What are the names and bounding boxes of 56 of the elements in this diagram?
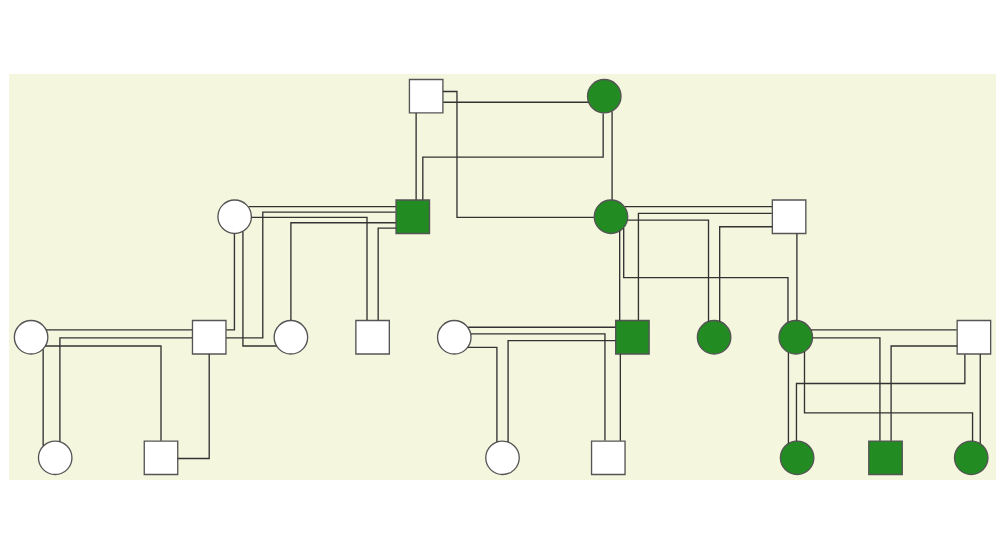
node-circle: [593, 199, 628, 235]
connector: [247, 206, 396, 208]
connector: [241, 230, 277, 347]
connector: [622, 227, 789, 323]
connector: [225, 233, 235, 331]
node-circle: [586, 78, 622, 114]
node-box: [408, 78, 444, 114]
node-box: [191, 319, 227, 355]
connector: [414, 112, 417, 201]
connector: [623, 206, 773, 208]
node-circle: [37, 440, 73, 476]
connector: [44, 345, 162, 442]
connector: [225, 211, 396, 339]
connector: [718, 226, 773, 323]
connector: [795, 232, 798, 321]
node-box: [867, 440, 903, 476]
node-circle: [779, 440, 815, 476]
connector: [979, 353, 981, 445]
node-box: [614, 319, 650, 355]
connector: [610, 110, 613, 201]
connector: [421, 112, 604, 201]
connector: [469, 333, 606, 442]
connector: [506, 339, 616, 443]
connector: [466, 346, 498, 443]
node-box: [956, 319, 991, 355]
connector: [289, 222, 396, 322]
connector: [467, 326, 616, 328]
node-circle: [436, 319, 472, 355]
node-box: [143, 440, 178, 476]
node-circle: [13, 319, 48, 355]
connector: [42, 348, 44, 447]
node-box: [771, 199, 806, 235]
node-box: [590, 440, 626, 476]
connector: [618, 230, 620, 321]
connector: [442, 101, 589, 103]
connector: [441, 90, 595, 219]
connector: [889, 345, 958, 442]
connector: [619, 353, 621, 442]
connector: [637, 212, 772, 321]
connector: [377, 227, 397, 321]
connector: [45, 329, 193, 331]
node-circle: [696, 319, 731, 355]
connector: [626, 219, 709, 323]
node-circle: [484, 440, 520, 476]
connector: [176, 353, 210, 460]
connector: [787, 351, 789, 445]
node-circle: [273, 319, 308, 355]
connector: [811, 337, 881, 442]
node-box: [394, 199, 430, 235]
connector: [250, 216, 368, 321]
node-circle: [777, 319, 813, 355]
connector: [809, 329, 957, 331]
connector: [58, 337, 193, 443]
node-circle: [953, 440, 989, 476]
node-circle: [216, 199, 252, 235]
node-box: [354, 319, 390, 355]
